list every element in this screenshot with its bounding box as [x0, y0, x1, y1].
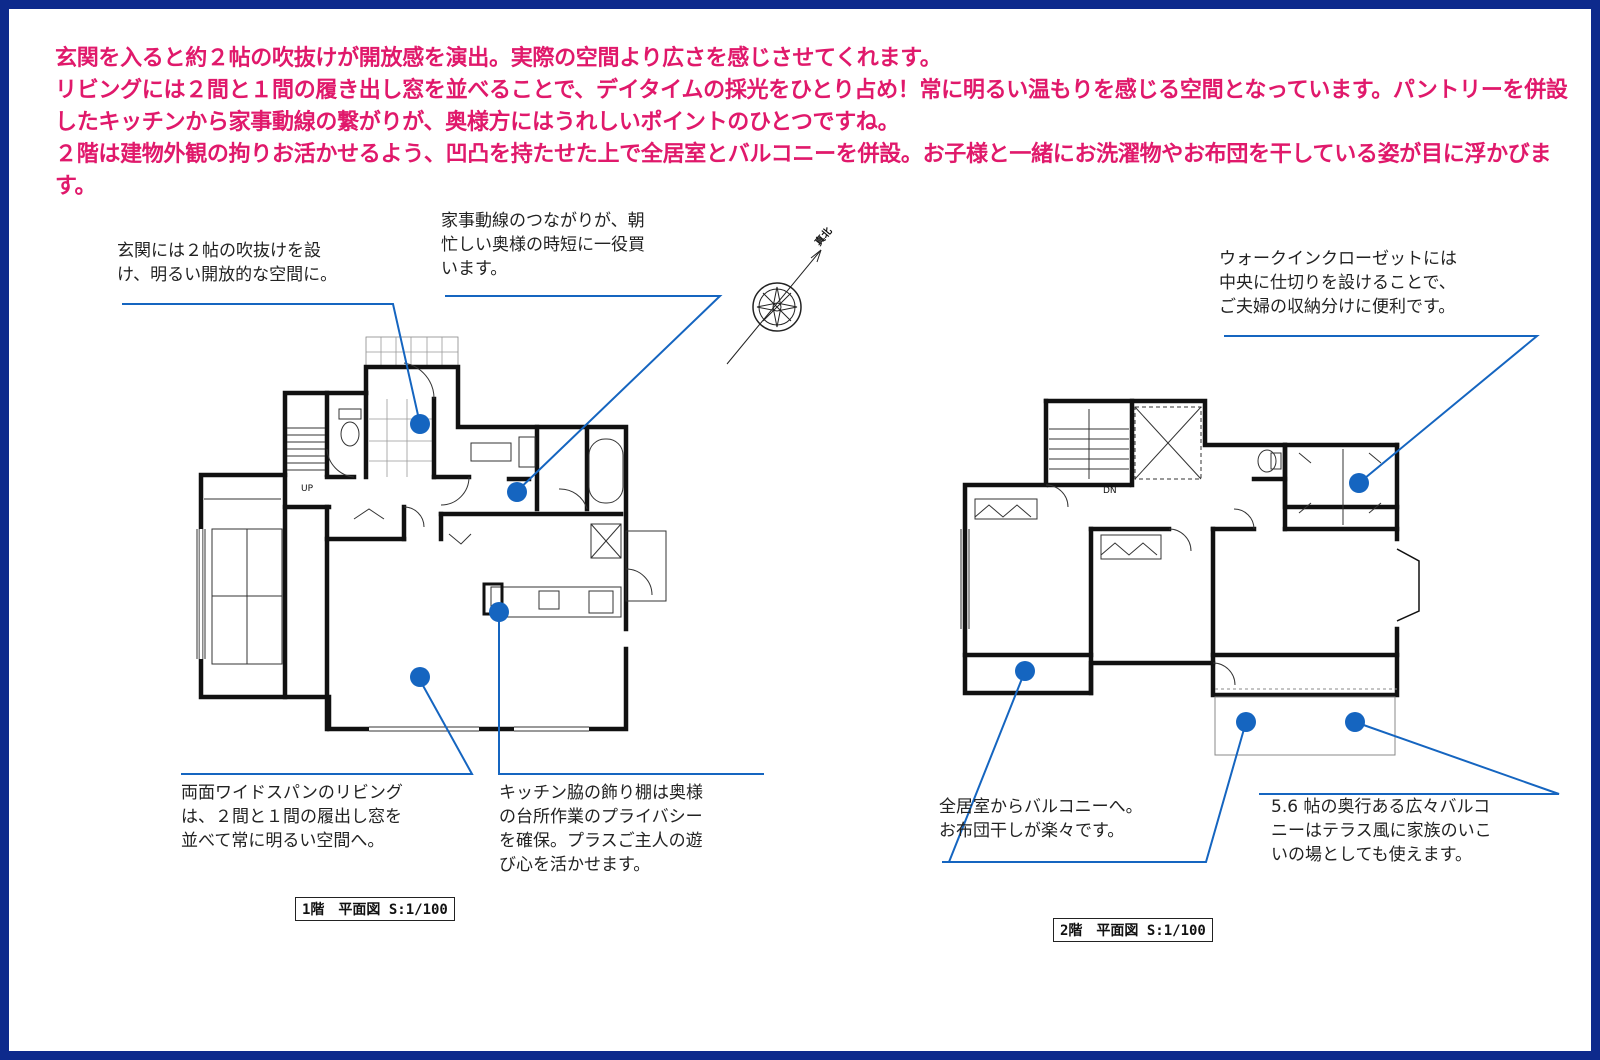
floor2-dn-label: DN: [1103, 486, 1117, 496]
dot-entrance: [410, 414, 430, 434]
intro-text: 玄関を入ると約２帖の吹抜けが開放感を演出。実際の空間より広さを感じさせてくれます…: [55, 43, 1585, 203]
floor1-plan: UP: [196, 336, 667, 732]
intro-line-living: リビングには２間と１間の履き出し窓を並べることで、デイタイムの採光をひとり占め！…: [55, 78, 1568, 135]
floor1-up-label: UP: [301, 484, 314, 494]
dot-closet: [1349, 473, 1369, 493]
dot-kitchen: [489, 602, 509, 622]
floor2-fixtures: [960, 406, 1420, 756]
note-closet: ウォークインクローゼットには 中央に仕切りを設けることで、 ご夫婦の収納分けに便…: [1219, 249, 1457, 317]
dot-balcony-right: [1345, 712, 1365, 732]
compass: [726, 249, 822, 365]
note-living: 両面ワイドスパンのリビング は、２間と１間の履出し窓を 並べて常に明るい空間へ。: [181, 783, 403, 851]
floor1-callouts: [122, 295, 764, 775]
floor2-plan: DN: [960, 398, 1420, 756]
floor2-scale-label: 2階 平面図 S:1/100: [1053, 918, 1213, 942]
note-entrance: 玄関には２帖の吹抜けを設 け、明るい開放的な空間に。: [117, 241, 338, 285]
floor1-callout-dots: [410, 414, 527, 687]
floor2-callout-dots: [1015, 473, 1369, 732]
floor1-scale-label: 1階 平面図 S:1/100: [295, 897, 455, 921]
dot-chores: [507, 482, 527, 502]
floor1-walls: [198, 364, 629, 732]
note-chores: 家事動線のつながりが、朝 忙しい奥様の時短に一役買 います。: [441, 211, 645, 279]
intro-line-second-floor: ２階は建物外観の拘りお活かせるよう、凹凸を持たせた上で全居室とバルコニーを併設。…: [55, 142, 1552, 199]
intro-line-entrance: 玄関を入ると約２帖の吹抜けが開放感を演出。実際の空間より広さを感じさせてくれます…: [55, 46, 942, 71]
note-balcony-wide: 5.6 帖の奥行ある広々バルコ ニーはテラス風に家族のいこ いの場としても使えま…: [1271, 797, 1492, 865]
floor-plans-drawing: 真北: [122, 225, 1560, 863]
floor2-callouts: [942, 335, 1560, 863]
dot-balcony-mid: [1236, 712, 1256, 732]
dot-living: [410, 667, 430, 687]
floor1-porch-grid: [365, 336, 459, 477]
dot-balcony-left: [1015, 661, 1035, 681]
floor2-walls: [962, 398, 1400, 698]
compass-label: 真北: [812, 225, 835, 249]
note-balcony-rooms: 全居室からバルコニーへ。 お布団干しが楽々です。: [939, 797, 1143, 841]
floor1-fixtures: [196, 362, 667, 732]
note-kitchen: キッチン脇の飾り棚は奥様 の台所作業のプライバシー を確保。プラスご主人の遊 び…: [499, 783, 703, 875]
